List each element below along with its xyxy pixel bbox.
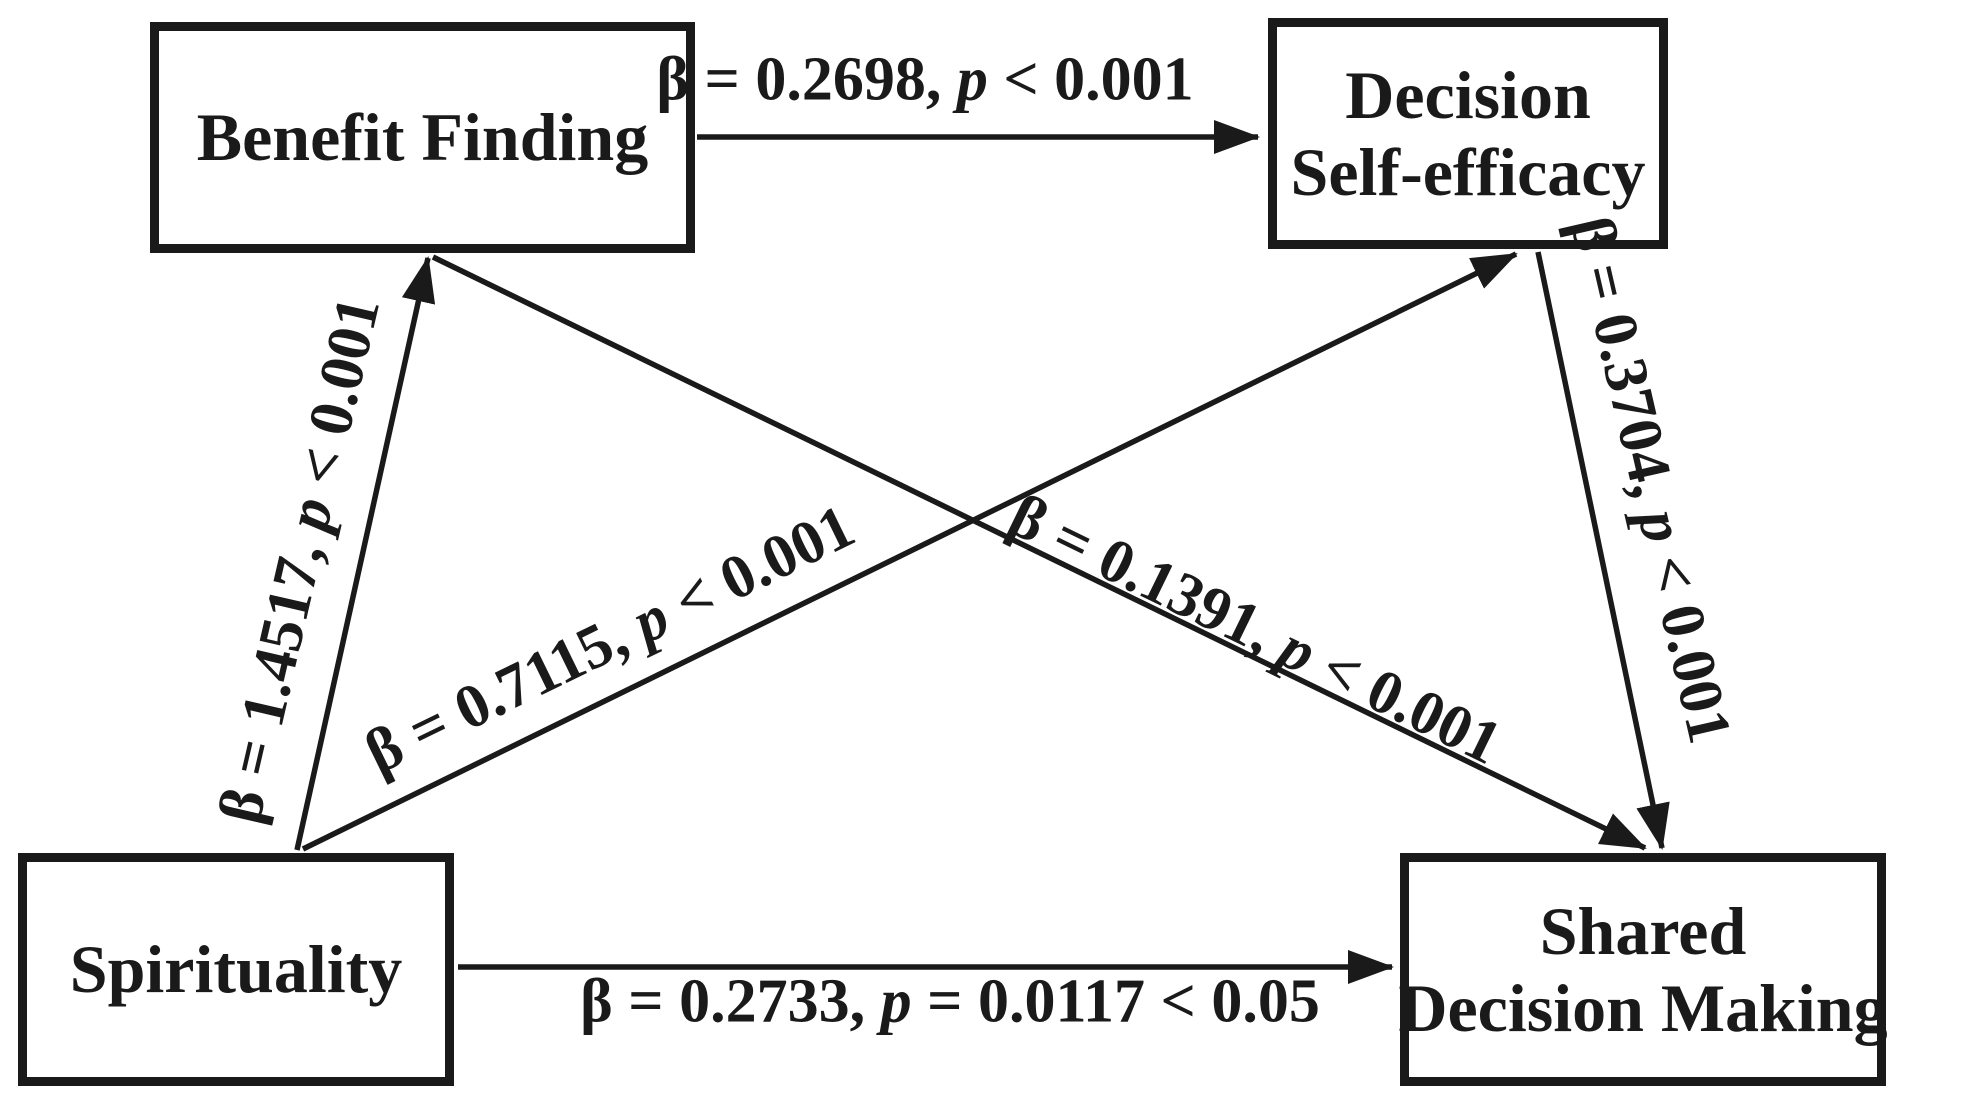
arrow-benefit-finding-to-shared-decision-making <box>431 254 1647 851</box>
edge-label-text: β = 0.2733, p = 0.0117 < 0.05 <box>580 967 1320 1036</box>
node-benefit-finding: Benefit Finding <box>150 22 695 253</box>
node-spirituality-label: Spirituality <box>69 931 403 1008</box>
edge-label-benefit-finding-to-decision-self-efficacy: β = 0.2698, p < 0.001 <box>656 45 1193 116</box>
node-shared-decision-making-label-line1: Shared <box>1539 893 1747 970</box>
edge-label-text: β = 0.2698, p < 0.001 <box>656 45 1194 114</box>
node-decision-self-efficacy-label-line2: Self-efficacy <box>1290 133 1646 210</box>
node-shared-decision-making: Shared Decision Making <box>1398 853 1888 1086</box>
edge-label-spirituality-to-shared-decision-making: β = 0.2733, p = 0.0117 < 0.05 <box>580 967 1320 1038</box>
node-benefit-finding-label: Benefit Finding <box>196 99 649 176</box>
arrow-decision-self-efficacy-to-shared-decision-making <box>1535 251 1670 850</box>
arrow-spirituality-to-decision-self-efficacy <box>301 251 1518 852</box>
node-spirituality: Spirituality <box>18 853 454 1086</box>
node-shared-decision-making-label-line2: Decision Making <box>1398 969 1888 1046</box>
node-decision-self-efficacy-label-line1: Decision <box>1345 57 1591 134</box>
node-decision-self-efficacy: Decision Self-efficacy <box>1268 18 1668 249</box>
arrow-spirituality-to-benefit-finding <box>294 256 436 851</box>
